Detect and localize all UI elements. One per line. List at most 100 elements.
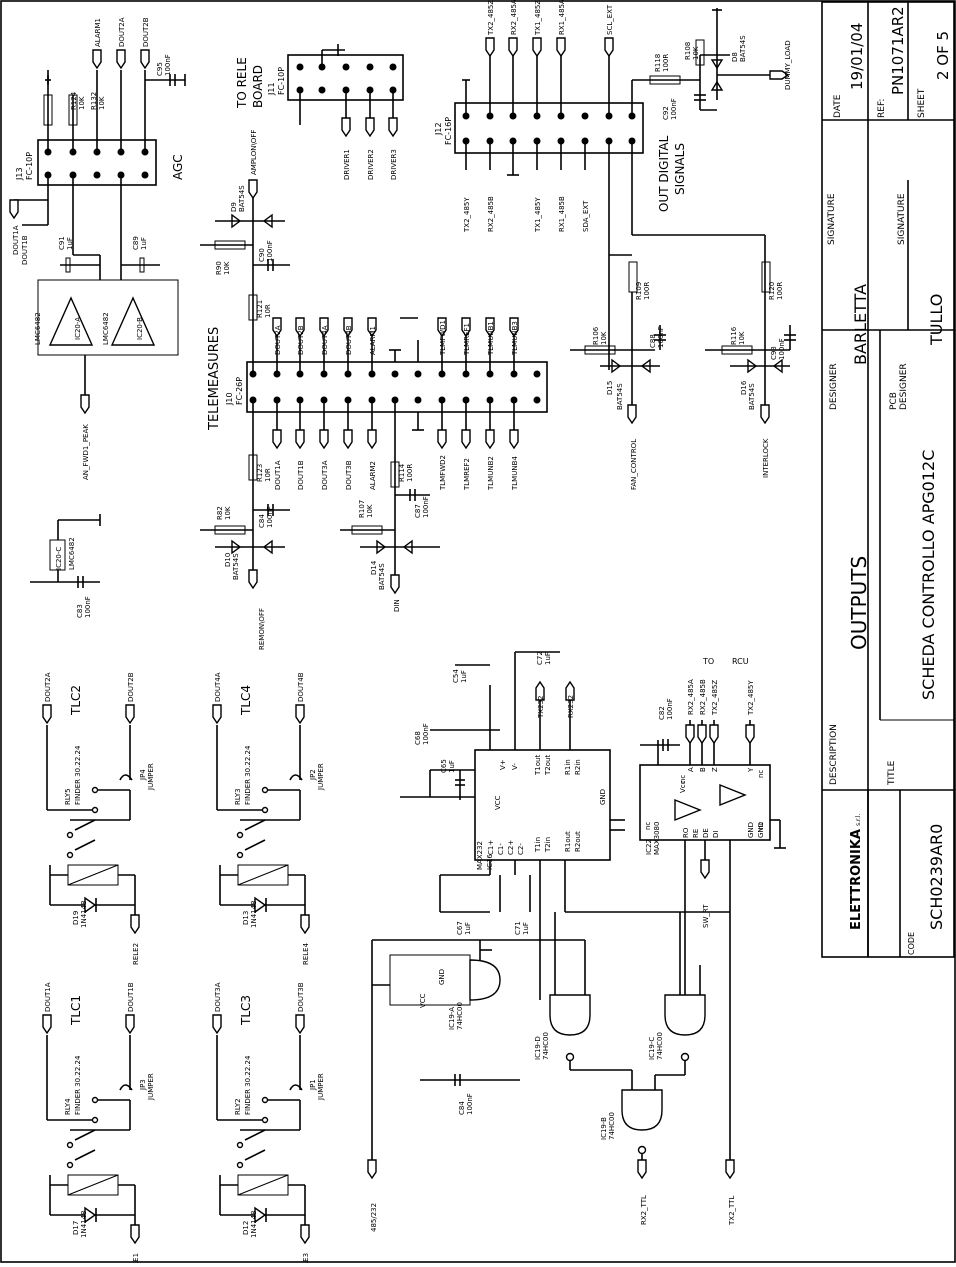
diode-part: 1N4148 (250, 1210, 258, 1238)
j10-pin (533, 370, 541, 378)
net-dout1b: DOUT1B (21, 235, 29, 265)
gate-ic19-b (621, 1089, 663, 1131)
r107-value: 10K (366, 504, 374, 518)
jumper-label: JUMPER (147, 763, 155, 791)
c92-value: 100nF (670, 98, 678, 120)
c93-value: 100nF (778, 338, 786, 360)
d15-part: BAT54S (616, 383, 624, 410)
j10-pin (391, 370, 399, 378)
c72-value: 1uF (544, 652, 552, 665)
max3080-b: B (699, 767, 707, 772)
c71-label: C71 (514, 921, 522, 935)
j10-top-net-7: TLMREF1 (463, 323, 471, 356)
j10-pin (414, 396, 422, 404)
j12-net-tx1-485y: TX1_485Y (534, 197, 542, 233)
net-driver3: DRIVER3 (390, 149, 398, 180)
j10-bottom-net-3: DOUT3A (321, 460, 329, 490)
c84b-label: C84 (458, 1101, 466, 1115)
c95-label: C95 (156, 62, 164, 76)
relay-net-b: DOUT2B (127, 672, 135, 702)
gate-vcc-label: VCC (419, 993, 427, 1008)
pcb-designer-label: DESIGNER (899, 363, 909, 410)
r120-value: 100R (776, 282, 784, 300)
c68-label: C68 (414, 731, 422, 745)
max232-gnd: GND (599, 789, 607, 805)
j12-label-1: OUT DIGITAL (657, 135, 671, 212)
diode-ref: D17 (72, 1221, 80, 1235)
description-label: DESCRIPTION (829, 724, 839, 785)
max232-vminus: V- (511, 763, 519, 770)
c93-label: C93 (770, 346, 778, 360)
rcu-net-rx2-485b: RX2_485B (699, 679, 707, 715)
designer-label: DESIGNER (829, 363, 839, 410)
c91-label: C91 (58, 236, 66, 250)
c87-value: 100nF (422, 496, 430, 518)
max232-r1in: R1in (564, 759, 572, 775)
relay-ref: RLY2 (234, 1098, 242, 1115)
max3080-nc-3: nc (644, 822, 652, 830)
j10-bottom-net-2: DOUT1B (297, 460, 305, 490)
net-interlock: INTERLOCK (762, 438, 770, 478)
pcb-label: PCB (889, 392, 899, 410)
relay-net-a: DOUT3A (214, 982, 222, 1012)
relay-net-a: DOUT2A (44, 672, 52, 702)
rcu-net-rx2-485a: RX2_485A (687, 679, 695, 715)
r132-label: R132 (90, 92, 98, 110)
ic20c-part: LMC6482 (68, 537, 76, 570)
ic19b-ref: IC19-B (600, 1117, 608, 1140)
j12-net-tx2-485y: TX2_485Y (463, 197, 471, 233)
connector-j13: J13 FC-10P AGC (15, 139, 185, 186)
max232-r2out: R2out (574, 831, 582, 852)
d9-label: D9 (230, 202, 238, 212)
d9-part: BAT54S (238, 185, 246, 212)
relay-coil-net: RELE4 (302, 942, 310, 965)
relay-ref: RLY5 (64, 788, 72, 805)
ref-label: REF: (877, 99, 887, 118)
j10-label: TELEMEASURES (207, 327, 222, 431)
r90-value: 10K (223, 261, 231, 275)
j10-ref: J10 (225, 392, 234, 406)
telemeasures-wiring: DOUT2A DOUT2B DOUT4A DOUT4B ALARM1 TLMFW… (30, 130, 519, 650)
ic20a-ref: IC20-A (74, 317, 82, 340)
net-amplon-off: AMPLON\OFF (250, 130, 258, 175)
agc-net-dout2b: DOUT2B (142, 17, 150, 47)
r118-label: R118 (654, 54, 662, 72)
net-din: DIN (393, 599, 401, 612)
j10-bottom-net-9: TLMUNB4 (511, 456, 519, 491)
c91-value: 1uF (66, 237, 74, 250)
r90-label: R90 (215, 261, 223, 275)
j12-label-2: SIGNALS (673, 143, 687, 195)
net-tx2-ttl: TX2_TTL (728, 1196, 736, 1226)
relay-coil-net: RELE2 (132, 943, 140, 965)
ic19b-part: 74HC00 (608, 1112, 616, 1140)
diode-ref: D12 (242, 1221, 250, 1235)
rcu-net-tx2-485y: TX2_485Y (747, 680, 755, 716)
jumper-ref: JP1 (309, 1079, 317, 1091)
j10-bottom-net-1: DOUT1A (274, 460, 282, 490)
max3080-gnd-1: GND (747, 822, 755, 838)
max232-c1minus: C1- (497, 843, 505, 855)
r116-value: 10K (738, 331, 746, 345)
net-485-232: 485/232 (370, 1203, 378, 1232)
net-driver1: DRIVER1 (343, 149, 351, 180)
max3080-y: Y (747, 767, 755, 773)
sheet-label: SHEET (917, 88, 927, 118)
j10-pin (533, 396, 541, 404)
to-rcu-label-1: TO (702, 657, 714, 666)
gate-ic19-d (549, 994, 591, 1036)
c72-label: C72 (536, 651, 544, 665)
c83-label: C83 (76, 604, 84, 618)
r114-label: R114 (398, 463, 406, 482)
j11-ref: J11 (267, 82, 276, 96)
net-sw-rt: SW_RT (702, 904, 710, 928)
j10-pin (414, 370, 422, 378)
d16-label: D16 (740, 380, 748, 395)
max3080-re: RE (692, 829, 700, 838)
code-value: SCH0239AR0 (927, 824, 946, 930)
j12-net-sda-ext: SDA_EXT (582, 200, 590, 232)
max3080-de: DE (702, 828, 710, 838)
relay-coil-net: RELE1 (132, 1253, 140, 1263)
